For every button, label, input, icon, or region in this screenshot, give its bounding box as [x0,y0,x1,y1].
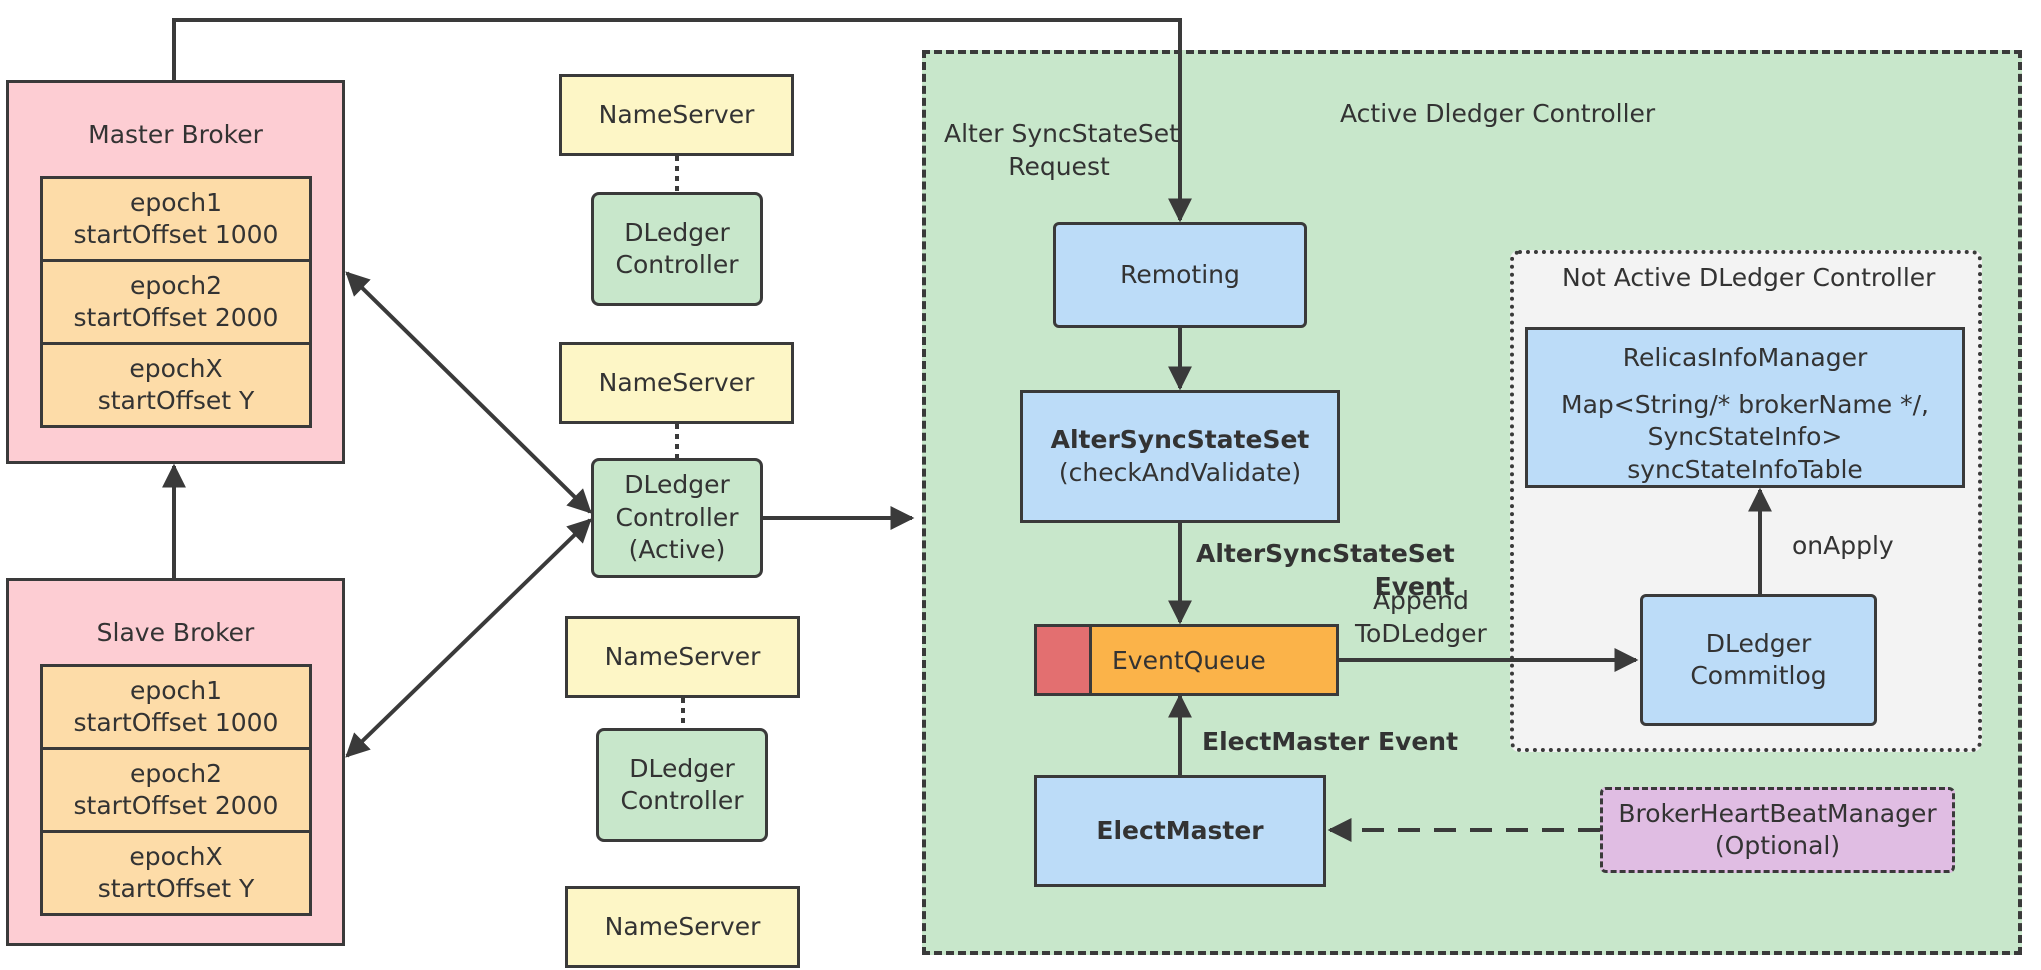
slave-epoch-1: epoch1 startOffset 1000 [40,664,312,750]
broker-heartbeat-manager: BrokerHeartBeatManager (Optional) [1600,787,1955,873]
remoting-box: Remoting [1053,222,1307,328]
event-queue-head [1037,627,1092,693]
active-controller-title: Active Dledger Controller [1340,99,1656,128]
master-broker-title: Master Broker [88,120,263,149]
epoch-name: epoch1 [129,675,223,705]
slave-epoch-3: epochX startOffset Y [40,830,312,916]
dledger-commitlog: DLedger Commitlog [1640,594,1877,726]
replicas-info-manager: RelicasInfoManager Map<String/* brokerNa… [1525,327,1965,488]
epoch-name: epochX [129,841,223,871]
nameserver-4: NameServer [565,886,800,968]
master-controller-link [345,271,592,514]
epoch-offset: startOffset Y [97,874,255,903]
epoch-name: epochX [129,353,223,383]
not-active-controller-title: Not Active DLedger Controller [1562,263,1936,292]
epoch-name: epoch2 [129,758,223,788]
elect-master-box: ElectMaster [1034,775,1326,887]
alter-request-label: Alter SyncStateSet Request [944,119,1179,181]
alter-sync-state-set-box: AlterSyncStateSet (checkAndValidate) [1020,390,1340,523]
event-queue-label: EventQueue [1112,645,1266,675]
dledger-controller-3: DLedger Controller [596,728,768,842]
dledger-controller-active: DLedger Controller (Active) [591,458,763,578]
event-queue: EventQueue [1034,624,1339,696]
master-epoch-1: epoch1 startOffset 1000 [40,176,312,262]
epoch-name: epoch2 [129,270,223,300]
epoch-offset: startOffset 2000 [73,303,279,332]
slave-epoch-2: epoch2 startOffset 2000 [40,747,312,833]
slave-broker-title: Slave Broker [96,618,255,647]
epoch-offset: startOffset 1000 [73,220,279,249]
nameserver-2: NameServer [559,342,794,424]
alter-event-label: AlterSyncStateSet Event [1196,539,1455,601]
nameserver-3: NameServer [565,616,800,698]
slave-controller-link [345,518,592,758]
elect-master-event-label: ElectMaster Event [1202,727,1459,756]
master-epoch-3: epochX startOffset Y [40,342,312,428]
nameserver-1: NameServer [559,74,794,156]
epoch-offset: startOffset Y [97,386,255,415]
master-to-remoting-arrow [172,18,1192,223]
on-apply-label: onApply [1792,531,1894,560]
epoch-name: epoch1 [129,187,223,217]
epoch-offset: startOffset 2000 [73,791,279,820]
append-label: Append ToDLedger [1355,586,1487,648]
dledger-controller-1: DLedger Controller [591,192,763,306]
epoch-offset: startOffset 1000 [73,708,279,737]
master-epoch-2: epoch2 startOffset 2000 [40,259,312,345]
